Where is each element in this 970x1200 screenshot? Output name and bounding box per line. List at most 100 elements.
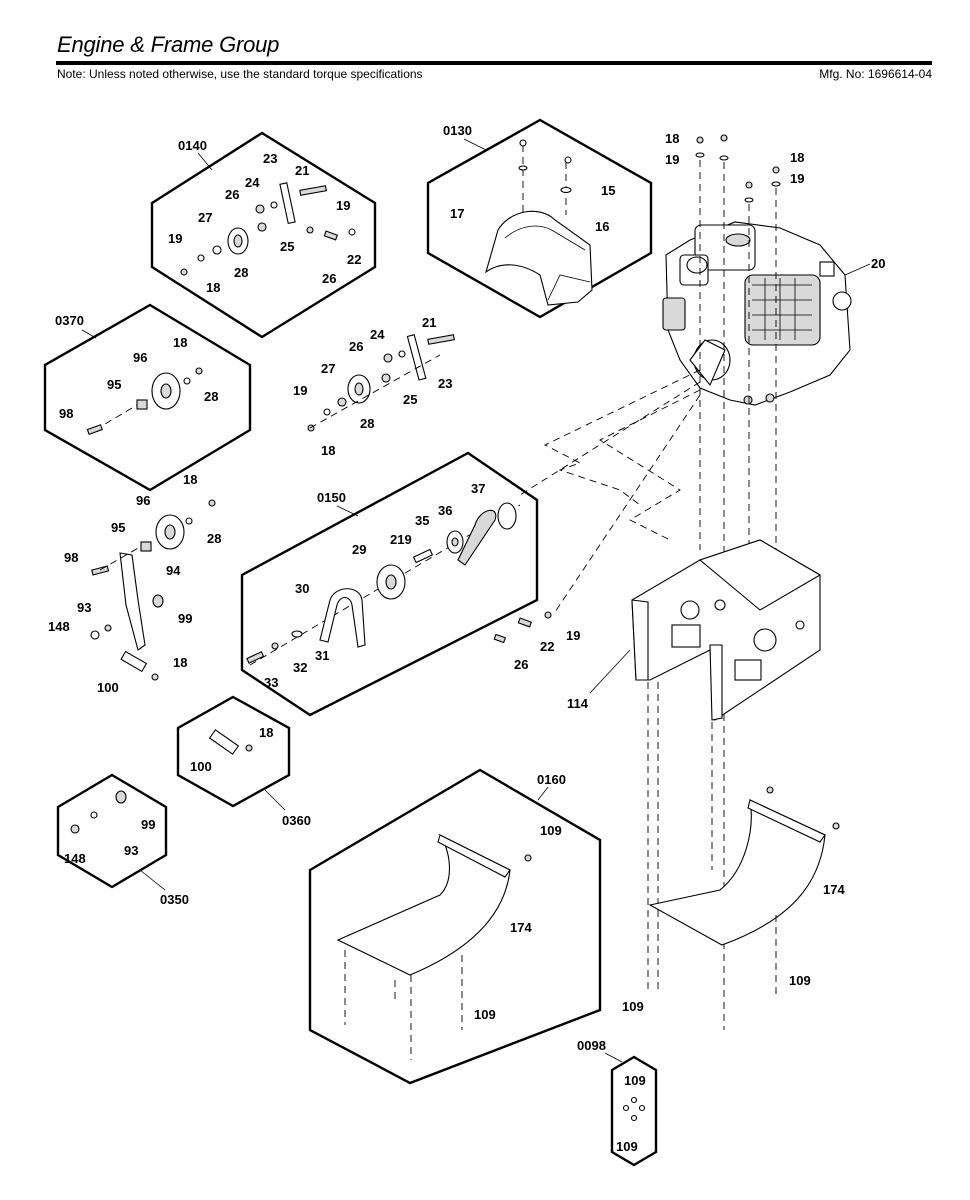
- group-0150-outline: [240, 451, 539, 717]
- part-callout-number: 23: [263, 151, 277, 166]
- part-callout-number: 25: [403, 392, 417, 407]
- part-callout-number: 109: [624, 1073, 646, 1088]
- part-callout-number: 18: [665, 131, 679, 146]
- group-0360-label: 0360: [282, 813, 311, 828]
- idler-callouts: 18 96 95 28 98 94 93 99 148 18 100: [48, 472, 221, 695]
- part-callout-number: 24: [370, 327, 385, 342]
- engine-mount-dash-lines: [519, 160, 777, 1030]
- engine-callouts: 18 19 18 19 20: [665, 131, 885, 276]
- part-callout-number: 99: [141, 817, 155, 832]
- part-callout-number: 18: [173, 335, 187, 350]
- part-callout-number: 94: [166, 563, 181, 578]
- part-callout-number: 18: [183, 472, 197, 487]
- part-callout-number: 35: [415, 513, 429, 528]
- part-callout-number: 21: [422, 315, 436, 330]
- part-callout-number: 31: [315, 648, 329, 663]
- group-0150-label: 0150: [317, 490, 346, 505]
- part-callout-number: 27: [198, 210, 212, 225]
- idler-assembly: [90, 499, 216, 681]
- part-callout-number: 20: [871, 256, 885, 271]
- part-callout-number: 93: [124, 843, 138, 858]
- part-callout-number: 37: [471, 481, 485, 496]
- part-callout-number: 23: [438, 376, 452, 391]
- part-callout-number: 18: [173, 655, 187, 670]
- group-0140-label: 0140: [178, 138, 207, 153]
- part-callout-number: 16: [595, 219, 609, 234]
- part-callout-number: 93: [77, 600, 91, 615]
- group-0370-parts: [86, 367, 203, 435]
- part-callout-number: 109: [616, 1139, 638, 1154]
- page-title: Engine & Frame Group: [57, 32, 280, 57]
- part-callout-number: 219: [390, 532, 412, 547]
- part-callout-number: 19: [790, 171, 804, 186]
- part-callout-number: 19: [336, 198, 350, 213]
- group-0350-parts: 99 93 148: [64, 790, 155, 866]
- part-callout-number: 174: [823, 882, 845, 897]
- part-callout-number: 27: [321, 361, 335, 376]
- part-callout-number: 109: [622, 999, 644, 1014]
- group-0360-parts: 18 100: [190, 725, 273, 774]
- part-callout-number: 96: [136, 493, 150, 508]
- part-callout-number: 36: [438, 503, 452, 518]
- part-callout-number: 148: [48, 619, 70, 634]
- part-callout-number: 17: [450, 206, 464, 221]
- part-callout-number: 33: [264, 675, 278, 690]
- part-callout-number: 174: [510, 920, 532, 935]
- part-callout-number: 28: [207, 531, 221, 546]
- group-0140-outline: [150, 131, 377, 339]
- group-0098-label: 0098: [577, 1038, 606, 1053]
- group-0130-callouts: 15 17 16: [450, 183, 615, 234]
- part-callout-number: 26: [349, 339, 363, 354]
- part-callout-number: 98: [64, 550, 78, 565]
- part-callout-number: 25: [280, 239, 294, 254]
- shroud-assembly: 174 109 109: [622, 786, 845, 1014]
- group-0350-outline: [56, 773, 168, 889]
- part-callout-number: 19: [566, 628, 580, 643]
- torque-note: Note: Unless noted otherwise, use the st…: [57, 67, 423, 81]
- group-0160-label: 0160: [537, 772, 566, 787]
- part-callout-number: 99: [178, 611, 192, 626]
- group-0150-parts: [246, 502, 521, 666]
- group-0130-outline: [426, 118, 653, 319]
- part-callout-number: 21: [295, 163, 309, 178]
- part-callout-number: 100: [190, 759, 212, 774]
- pulley-callouts: 24 21 26 27 23 25 19 28 18: [293, 315, 452, 458]
- part-callout-number: 18: [790, 150, 804, 165]
- part-callout-number: 26: [514, 657, 528, 672]
- part-callout-number: 148: [64, 851, 86, 866]
- part-callout-number: 15: [601, 183, 615, 198]
- part-callout-number: 28: [204, 389, 218, 404]
- group-0370-outline: [43, 303, 252, 492]
- part-callout-number: 28: [234, 265, 248, 280]
- part-callout-number: 109: [789, 973, 811, 988]
- part-callout-number: 22: [347, 252, 361, 267]
- group-0130-label: 0130: [443, 123, 472, 138]
- engine-assembly: [662, 134, 852, 406]
- group-0160-outline: [308, 768, 602, 1085]
- part-callout-number: 22: [540, 639, 554, 654]
- part-callout-number: 114: [567, 696, 589, 711]
- group-0098-parts: 109 109: [616, 1073, 646, 1154]
- part-callout-number: 109: [540, 823, 562, 838]
- group-0140-parts: [180, 182, 356, 276]
- part-callout-number: 109: [474, 1007, 496, 1022]
- page-header: Engine & Frame Group Note: Unless noted …: [0, 0, 970, 90]
- frame-callouts: 19 22 26 114: [514, 628, 713, 990]
- part-callout-number: 29: [352, 542, 366, 557]
- part-callout-number: 18: [259, 725, 273, 740]
- part-callout-number: 30: [295, 581, 309, 596]
- part-callout-number: 24: [245, 175, 260, 190]
- part-callout-number: 19: [168, 231, 182, 246]
- part-callout-number: 18: [206, 280, 220, 295]
- pulley-assembly: [307, 334, 455, 432]
- group-0130-parts: [485, 139, 593, 306]
- part-callout-number: 26: [322, 271, 336, 286]
- part-callout-number: 28: [360, 416, 374, 431]
- group-0370-callouts: 18 96 95 28 98: [59, 335, 218, 421]
- part-callout-number: 19: [665, 152, 679, 167]
- group-0370-label: 0370: [55, 313, 84, 328]
- part-callout-number: 26: [225, 187, 239, 202]
- group-0350-label: 0350: [160, 892, 189, 907]
- part-callout-number: 18: [321, 443, 335, 458]
